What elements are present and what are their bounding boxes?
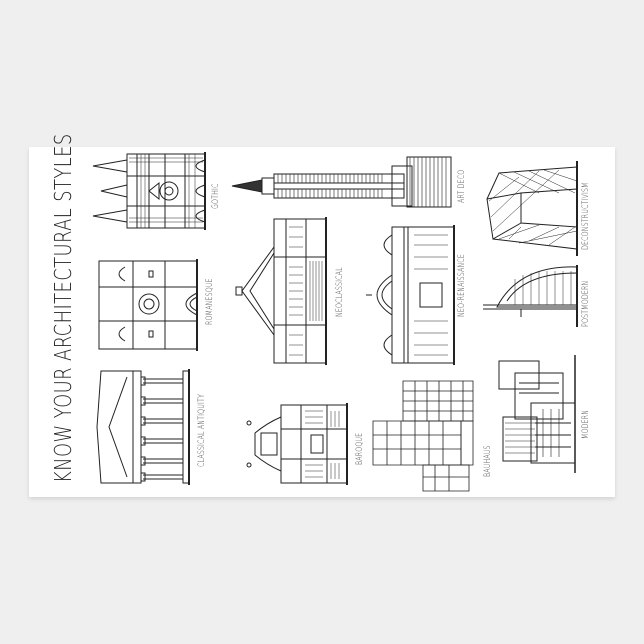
- gothic-cathedral-illustration: [89, 152, 209, 230]
- bauhaus-building-illustration: [369, 377, 475, 493]
- architecture-sticker: KNOW YOUR ARCHITECTURAL STYLES GOTHIC: [29, 133, 615, 497]
- label-deconstructivism: DECONSTRUCTIVISM: [581, 182, 591, 250]
- label-classical-antiquity: CLASSICAL ANTIQUITY: [197, 394, 207, 467]
- label-postmodern: POSTMODERN: [581, 280, 591, 327]
- modern-house-illustration: [495, 353, 581, 475]
- baroque-church-illustration: [241, 403, 351, 485]
- label-romanesque: ROMANESQUE: [205, 278, 215, 325]
- label-gothic: GOTHIC: [211, 183, 221, 209]
- label-bauhaus: BAUHAUS: [483, 445, 493, 477]
- art-deco-skyscraper-illustration: [232, 152, 454, 212]
- poster-title: KNOW YOUR ARCHITECTURAL STYLES: [51, 133, 77, 483]
- label-modern: MODERN: [581, 409, 591, 439]
- postmodern-building-illustration: [479, 257, 579, 327]
- deconstructivism-tower-illustration: [479, 161, 579, 256]
- romanesque-church-illustration: [89, 257, 201, 353]
- label-neoclassical: NEOCLASSICAL: [335, 267, 345, 317]
- label-neo-renaissance: NEO-RENAISSANCE: [457, 254, 467, 317]
- label-baroque: BAROQUE: [355, 432, 365, 465]
- label-art-deco: ART DECO: [457, 169, 467, 203]
- neo-renaissance-building-illustration: [364, 225, 456, 365]
- classical-antiquity-temple-illustration: [89, 369, 195, 485]
- neoclassical-building-illustration: [234, 217, 334, 365]
